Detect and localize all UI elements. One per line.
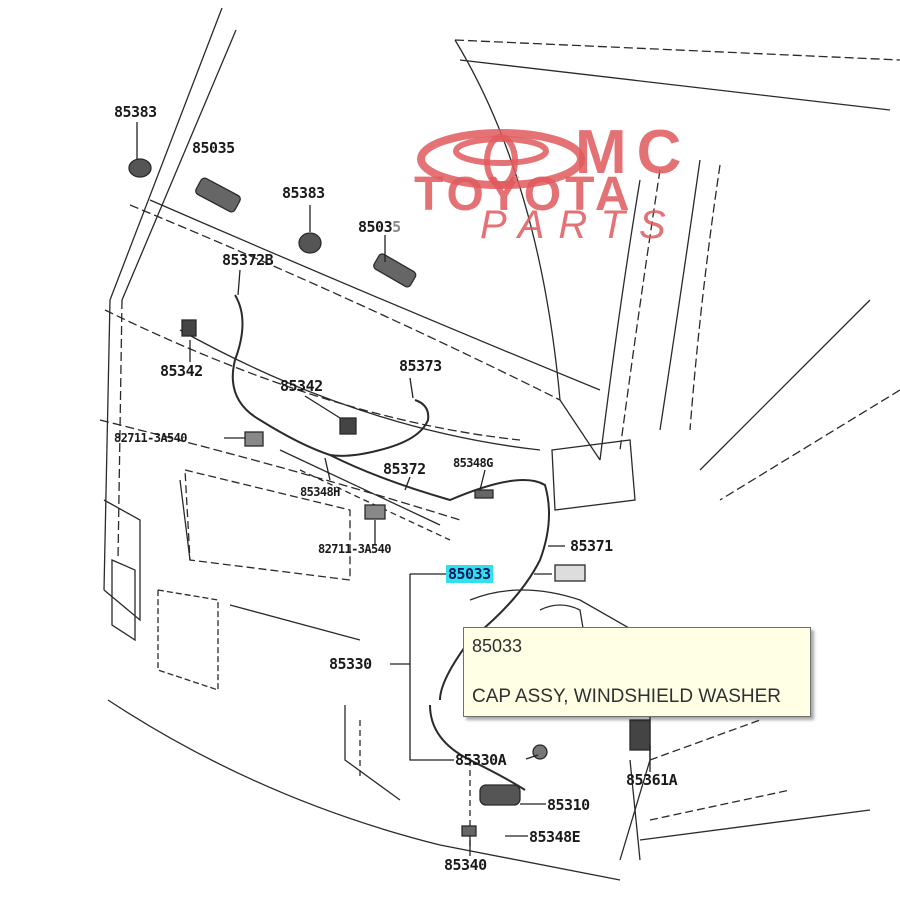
part-label-85035-left[interactable]: 85035	[192, 139, 235, 157]
part-label-85348e[interactable]: 85348E	[529, 828, 581, 846]
tooltip-part-description: CAP ASSY, WINDSHIELD WASHER	[472, 686, 782, 707]
part-label-85035-right[interactable]: 85035	[358, 218, 401, 236]
part-label-85035-right-main: 8503	[358, 218, 393, 236]
tooltip-part-number: 85033	[472, 636, 523, 656]
part-label-85383-right[interactable]: 85383	[282, 184, 325, 202]
part-label-82711-3a540-upper[interactable]: 82711-3A540	[114, 431, 187, 445]
watermark-parts-text: PARTS	[480, 203, 680, 247]
part-label-85373[interactable]: 85373	[399, 357, 442, 375]
part-label-85342-left[interactable]: 85342	[160, 362, 203, 380]
part-tooltip: 85033 CAP ASSY, WINDSHIELD WASHER	[463, 627, 811, 717]
part-label-82711-3a540-lower[interactable]: 82711-3A540	[318, 542, 391, 556]
part-label-85035-right-tail: 5	[392, 218, 401, 236]
part-label-85371[interactable]: 85371	[570, 537, 613, 555]
part-label-85340[interactable]: 85340	[444, 856, 487, 874]
part-label-85330[interactable]: 85330	[329, 655, 372, 673]
part-label-85310[interactable]: 85310	[547, 796, 590, 814]
part-label-85383-left[interactable]: 85383	[114, 103, 157, 121]
mc-toyota-parts-watermark-logo: MC TOYOTA PARTS	[410, 118, 810, 247]
part-label-85372b[interactable]: 85372B	[222, 251, 274, 269]
part-label-85361a[interactable]: 85361A	[626, 771, 678, 789]
toyota-emblem-icon	[417, 129, 585, 189]
part-label-85330a[interactable]: 85330A	[455, 751, 507, 769]
part-label-85348g[interactable]: 85348G	[453, 456, 493, 470]
watermark-toyota-text: TOYOTA	[414, 168, 634, 221]
part-label-85033-highlighted[interactable]: 85033	[446, 565, 493, 583]
watermark-mc-text: MC	[575, 118, 692, 187]
part-label-85372[interactable]: 85372	[383, 460, 426, 478]
part-label-85348h[interactable]: 85348H	[300, 485, 340, 499]
part-label-85342-center[interactable]: 85342	[280, 377, 323, 395]
